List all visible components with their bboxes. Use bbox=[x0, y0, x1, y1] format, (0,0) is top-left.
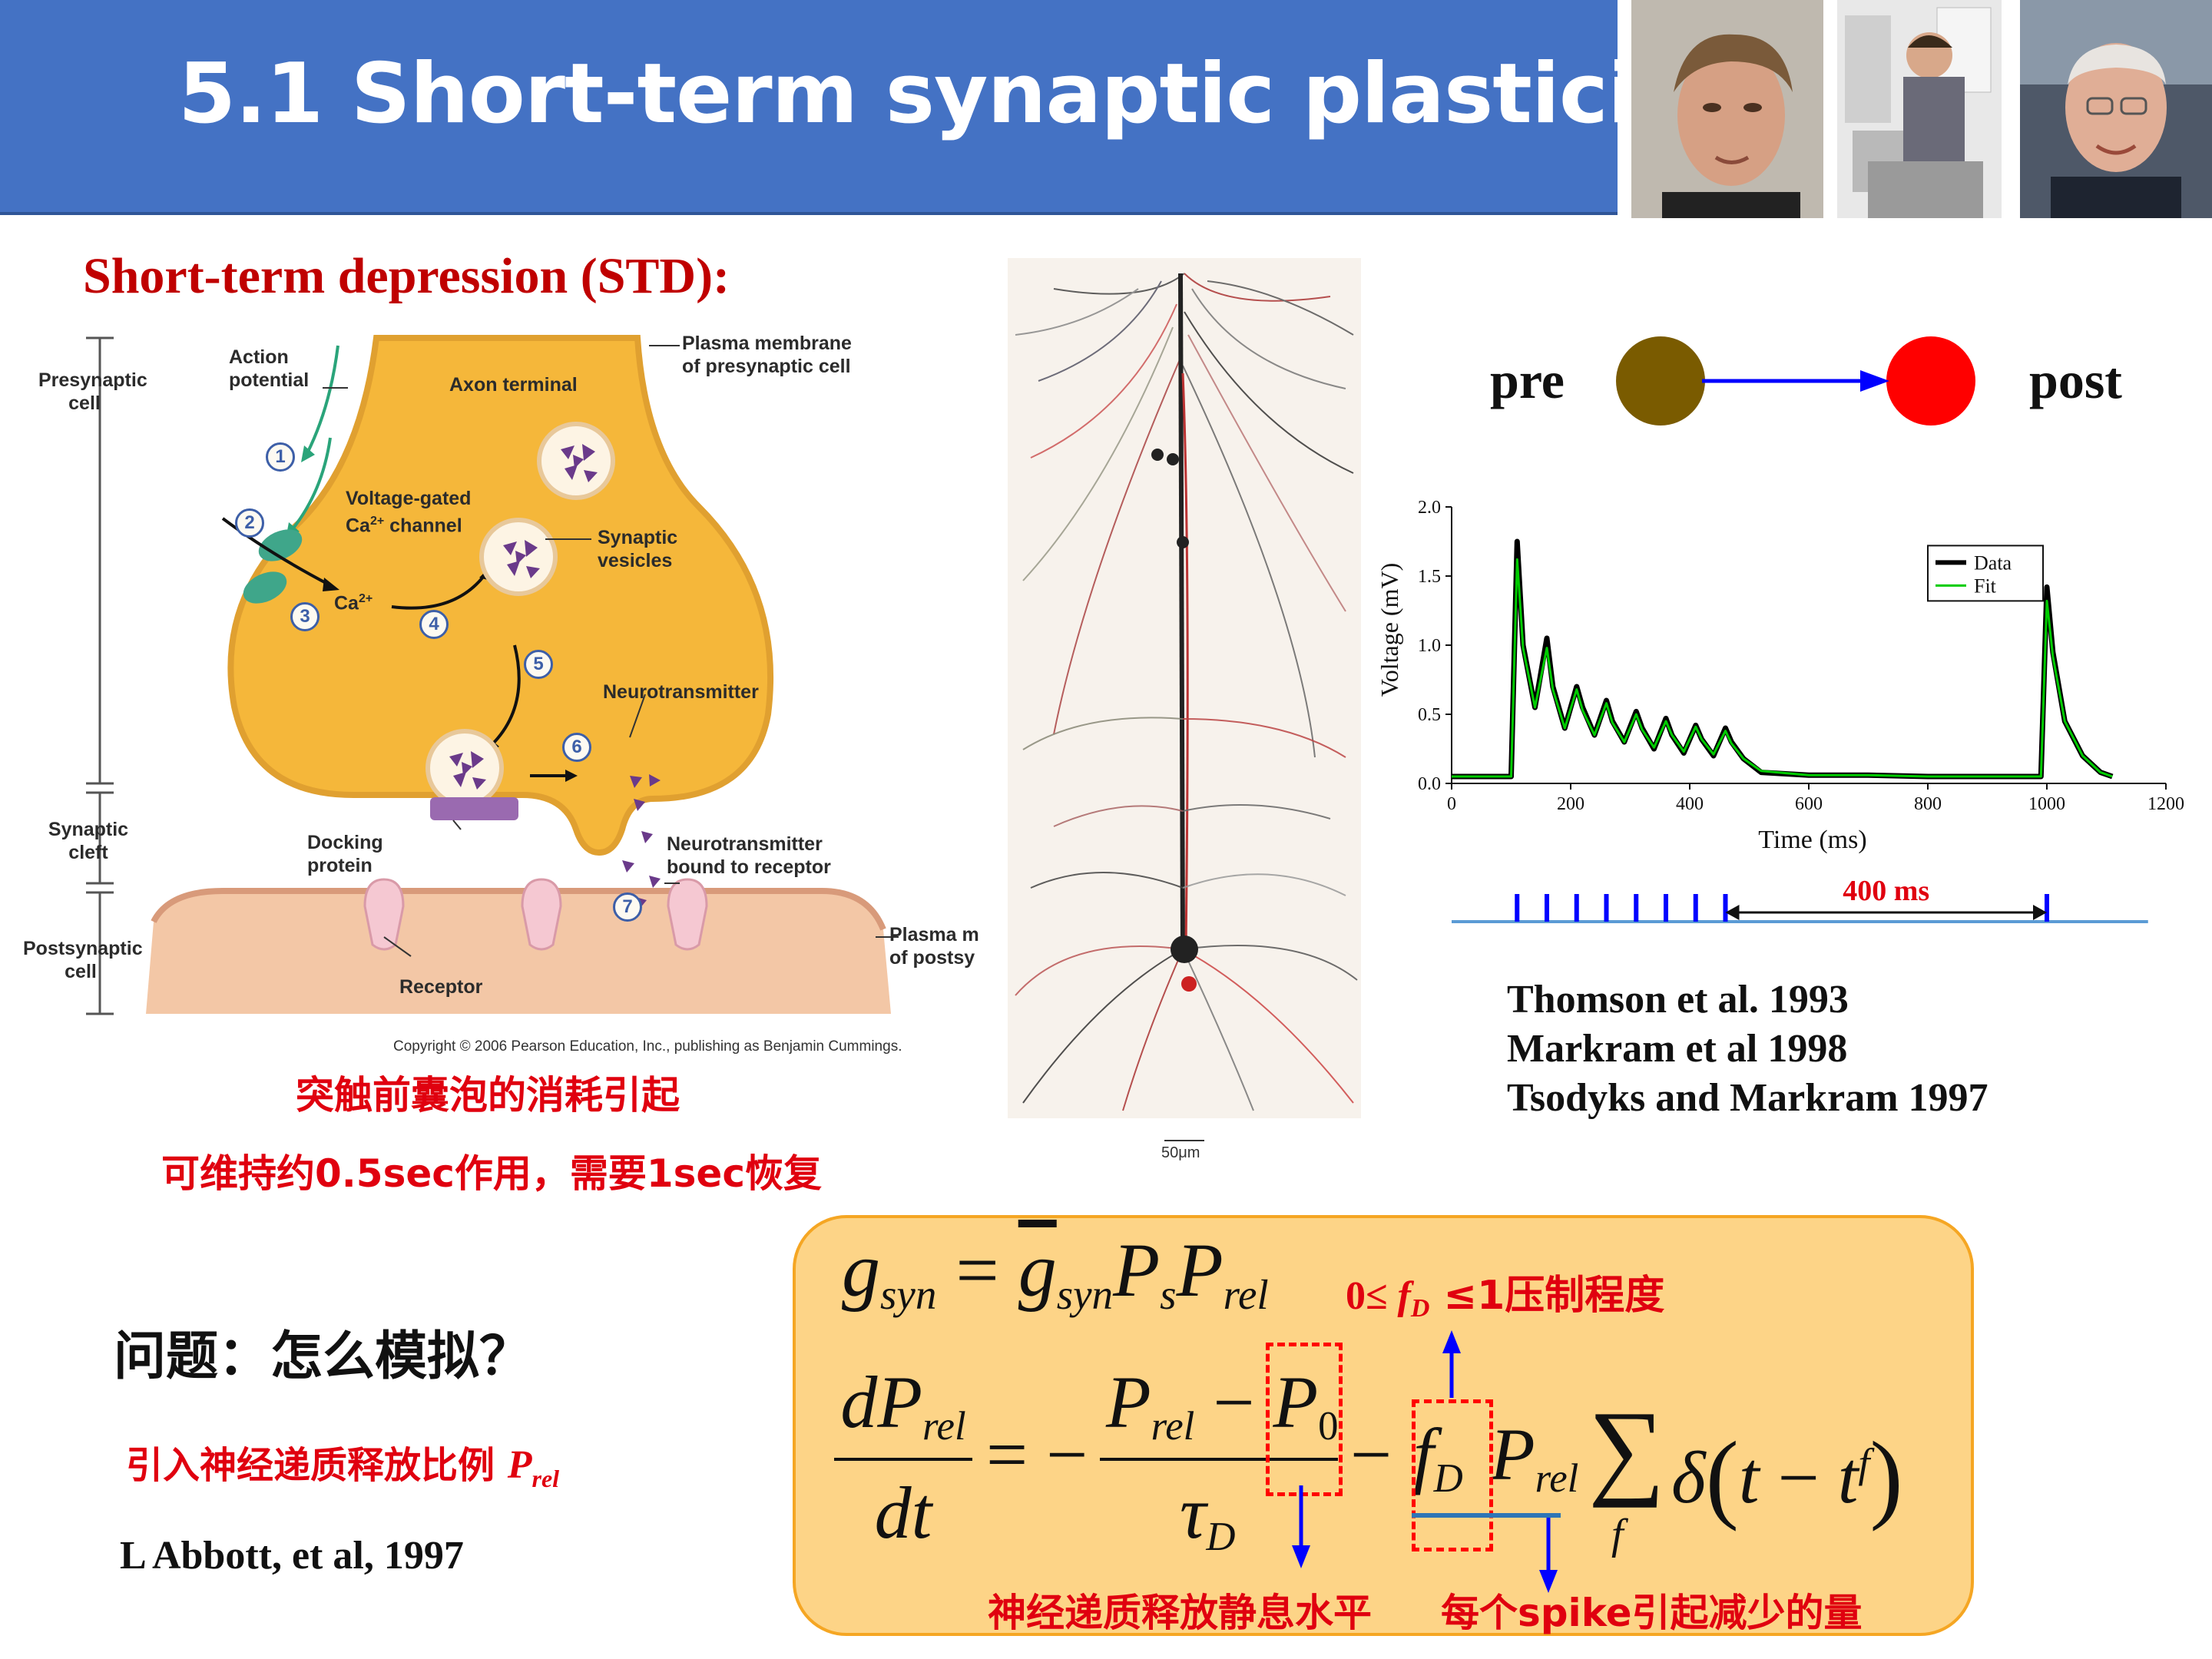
step-5: 5 bbox=[524, 650, 553, 679]
chart-series-line-fit bbox=[1452, 558, 2113, 778]
synapse-connection-arrow bbox=[1702, 370, 1889, 392]
step-4: 4 bbox=[419, 610, 449, 639]
synapse-illustration bbox=[86, 335, 899, 1015]
scale-bar-line bbox=[1164, 1140, 1204, 1141]
post-label: post bbox=[2029, 351, 2122, 409]
chart-legend-label: Data bbox=[1974, 551, 2012, 574]
chart-y-tick-label: 0.5 bbox=[1418, 705, 1441, 725]
chart-y-axis-label: Voltage (mV) bbox=[1376, 563, 1403, 697]
fd-term: fD bbox=[1413, 1413, 1463, 1501]
chart-legend-label: Fit bbox=[1974, 575, 1997, 597]
chart-x-tick-label: 600 bbox=[1795, 794, 1823, 814]
label-axon-terminal: Axon terminal bbox=[449, 374, 578, 396]
fd-prel-underline bbox=[1412, 1513, 1561, 1518]
chart-y-tick-label: 1.0 bbox=[1418, 636, 1441, 656]
chart-x-tick-label: 1000 bbox=[2028, 794, 2065, 814]
dprel-numerator: dPrel bbox=[840, 1361, 966, 1449]
pre-neuron-circle bbox=[1616, 336, 1705, 426]
equation-gsyn: gsyn = gsynPsPrel bbox=[842, 1227, 1269, 1318]
tau-numerator: Prel − P0 bbox=[1106, 1361, 1339, 1449]
post-neuron-circle bbox=[1886, 336, 1975, 426]
step-7: 7 bbox=[613, 892, 642, 922]
interval-arrow-right bbox=[2033, 905, 2047, 920]
p0-highlight-box bbox=[1266, 1343, 1343, 1496]
label-docking-protein: Docking protein bbox=[307, 832, 383, 876]
interval-label: 400 ms bbox=[1843, 875, 1929, 907]
reference-list: Thomson et al. 1993 Markram et al 1998 T… bbox=[1507, 975, 1988, 1123]
label-synaptic-vesicles: Synaptic vesicles bbox=[598, 527, 678, 571]
step-3: 3 bbox=[290, 602, 320, 631]
equals-minus: = − bbox=[986, 1413, 1088, 1495]
minus-sign: − bbox=[1350, 1413, 1392, 1495]
vesicle-1 bbox=[537, 422, 615, 500]
sum-symbol: ∑ bbox=[1588, 1389, 1665, 1508]
reference-1: Thomson et al. 1993 bbox=[1507, 978, 1849, 1022]
chart-x-tick-label: 800 bbox=[1914, 794, 1942, 814]
caption-vesicle-depletion: 突触前囊泡的消耗引起 bbox=[296, 1073, 680, 1118]
spike-decrement-arrow bbox=[1539, 1518, 1558, 1593]
psp-chart: 0 200 400 600 800 1000 1200 0.0 0.5 1.0 1.5 2.0 Dat… bbox=[1376, 498, 2184, 923]
chart-x-tick-label: 0 bbox=[1447, 794, 1456, 814]
equations-box bbox=[793, 1215, 1974, 1636]
label-nt-bound: Neurotransmitter bound to receptor bbox=[667, 833, 831, 878]
portrait-photo-3 bbox=[2020, 0, 2212, 218]
abbott-citation: L Abbott, et al, 1997 bbox=[120, 1534, 464, 1578]
step-6: 6 bbox=[562, 733, 591, 762]
label-ca-ion: Ca2+ bbox=[334, 592, 373, 614]
chart-legend-box bbox=[1927, 545, 2044, 602]
fd-highlight-box bbox=[1412, 1399, 1493, 1551]
chart-x-tick-label: 1200 bbox=[2147, 794, 2184, 814]
chart-x-axis-label: Time (ms) bbox=[1758, 826, 1866, 854]
sum-index: f bbox=[1611, 1511, 1624, 1558]
scale-bar-label: 50μm bbox=[1161, 1144, 1200, 1161]
tau-denominator: τD bbox=[1180, 1472, 1236, 1559]
chart-y-tick-label: 2.0 bbox=[1418, 498, 1441, 518]
synapse-diagram: Presynaptic cell Action potential Axon t… bbox=[23, 323, 983, 1060]
label-plasma-membrane-pre: Plasma membrane of presynaptic cell bbox=[682, 333, 852, 377]
chart-y-tick-label: 0.0 bbox=[1418, 774, 1441, 794]
introduce-prel-text: 引入神经递质释放比例 Prel bbox=[126, 1443, 560, 1492]
label-neurotransmitter: Neurotransmitter bbox=[603, 681, 759, 703]
p0-arrow bbox=[1292, 1485, 1310, 1568]
fraction-bar-2 bbox=[1100, 1458, 1338, 1461]
title-bar bbox=[0, 0, 1618, 215]
portrait-photo-2 bbox=[1837, 0, 2002, 218]
interval-arrow-left bbox=[1725, 905, 1740, 920]
chart-x-tick-label: 200 bbox=[1557, 794, 1584, 814]
std-title: Short-term depression (STD): bbox=[83, 248, 730, 304]
vesicle-3 bbox=[426, 729, 504, 807]
fd-up-arrow bbox=[1442, 1330, 1461, 1398]
chart-y-tick-label: 1.5 bbox=[1418, 567, 1441, 587]
dt-denominator: dt bbox=[874, 1472, 932, 1554]
slide-title: 5.1 Short-term synaptic plasticity bbox=[178, 46, 1728, 142]
reference-2: Markram et al 1998 bbox=[1507, 1027, 1848, 1071]
copyright-note: Copyright © 2006 Pearson Education, Inc.… bbox=[393, 1038, 902, 1055]
label-action-potential: Action potential bbox=[229, 346, 310, 391]
vesicle-2 bbox=[479, 518, 558, 596]
step-1: 1 bbox=[266, 442, 295, 472]
step-2: 2 bbox=[235, 508, 264, 538]
label-synaptic-cleft: Synaptic cleft bbox=[48, 819, 129, 863]
label-receptor: Receptor bbox=[399, 976, 483, 998]
portrait-photo-1 bbox=[1631, 0, 1823, 218]
label-postsynaptic-cell: Postsynaptic cell bbox=[23, 938, 143, 982]
prel-term: Prel bbox=[1490, 1413, 1579, 1501]
annotation-spike-decrement: 每个spike引起减少的量 bbox=[1441, 1591, 1863, 1635]
label-plasma-membrane-post: Plasma m of postsy bbox=[889, 924, 979, 969]
delta-term: δ(t − tf) bbox=[1671, 1422, 1903, 1532]
annotation-resting-level: 神经递质释放静息水平 bbox=[988, 1591, 1372, 1635]
reference-3: Tsodyks and Markram 1997 bbox=[1507, 1076, 1988, 1120]
pyramidal-neuron-image bbox=[1008, 258, 1361, 1118]
chart-x-tick-label: 400 bbox=[1676, 794, 1704, 814]
caption-recovery-time: 可维持约0.5sec作用，需要1sec恢复 bbox=[161, 1151, 822, 1196]
label-presynaptic-cell: Presynaptic cell bbox=[38, 369, 147, 414]
question-heading: 问题：怎么模拟？ bbox=[114, 1326, 532, 1387]
fd-range-note: 0≤ fD ≤1压制程度 bbox=[1346, 1273, 1665, 1323]
fraction-bar-1 bbox=[834, 1458, 972, 1461]
pre-label: pre bbox=[1490, 351, 1565, 409]
